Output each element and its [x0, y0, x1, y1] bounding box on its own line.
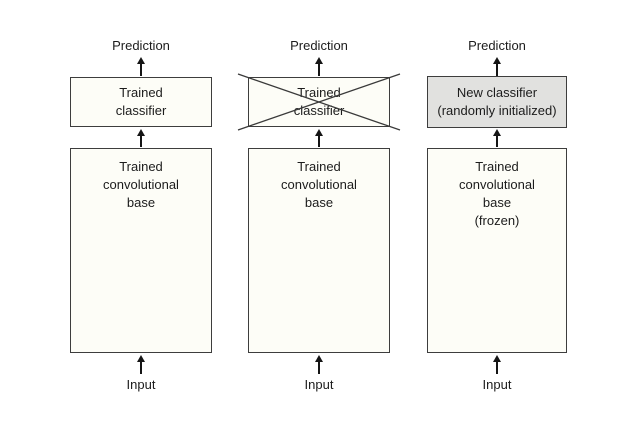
box-text-line: Trained: [119, 85, 163, 100]
new-classifier-box: New classifier (randomly initialized): [427, 76, 567, 128]
arrow-up-icon: [136, 129, 146, 147]
column-new-classifier-frozen-base: Prediction New classifier (randomly init…: [427, 0, 567, 428]
arrowhead-icon: [493, 129, 501, 136]
box-text-line: convolutional: [103, 177, 179, 192]
box-text-line: Trained: [297, 159, 341, 174]
arrow-shaft: [318, 362, 320, 374]
box-text-line: Trained: [297, 85, 341, 100]
trained-classifier-box: Trained classifier: [70, 77, 212, 127]
prediction-label: Prediction: [112, 38, 170, 53]
arrow-up-icon: [136, 57, 146, 76]
trained-convolutional-base-box: Trained convolutional base: [70, 148, 212, 353]
arrowhead-icon: [137, 129, 145, 136]
box-text-line: convolutional: [281, 177, 357, 192]
trained-classifier-box-crossed: Trained classifier: [248, 77, 390, 127]
arrow-shaft: [140, 136, 142, 147]
box-text-line: convolutional: [459, 177, 535, 192]
box-text-line: classifier: [115, 103, 167, 118]
input-label: Input: [126, 377, 156, 392]
arrow-up-icon: [492, 129, 502, 147]
arrow-shaft: [318, 136, 320, 147]
arrowhead-icon: [137, 355, 145, 362]
column-trained-classifier: Prediction Trained classifier Trained co…: [70, 0, 212, 428]
frozen-convolutional-base-box: Trained convolutional base (frozen): [427, 148, 567, 353]
input-label: Input: [304, 377, 334, 392]
box-text-line: (frozen): [474, 213, 520, 228]
arrowhead-icon: [315, 355, 323, 362]
arrow-up-icon: [314, 355, 324, 374]
box-text-line: base: [126, 195, 156, 210]
arrow-shaft: [496, 362, 498, 374]
prediction-label: Prediction: [290, 38, 348, 53]
input-label: Input: [482, 377, 512, 392]
box-text-line: (randomly initialized): [437, 103, 557, 118]
arrow-shaft: [496, 136, 498, 147]
arrowhead-icon: [315, 129, 323, 136]
prediction-label: Prediction: [468, 38, 526, 53]
box-text-line: Trained: [119, 159, 163, 174]
box-text-line: base: [304, 195, 334, 210]
arrowhead-icon: [137, 57, 145, 64]
arrow-up-icon: [314, 129, 324, 147]
arrow-up-icon: [492, 57, 502, 76]
arrowhead-icon: [493, 355, 501, 362]
arrowhead-icon: [493, 57, 501, 64]
box-text-line: classifier: [293, 103, 345, 118]
arrow-shaft: [318, 64, 320, 76]
arrow-up-icon: [492, 355, 502, 374]
arrow-up-icon: [314, 57, 324, 76]
column-discarded-classifier: Prediction Trained classifier Trained co…: [237, 0, 401, 428]
arrow-shaft: [140, 362, 142, 374]
box-text-line: New classifier: [456, 85, 538, 100]
arrow-up-icon: [136, 355, 146, 374]
box-text-line: base: [482, 195, 512, 210]
arrow-shaft: [496, 64, 498, 76]
trained-convolutional-base-box: Trained convolutional base: [248, 148, 390, 353]
arrowhead-icon: [315, 57, 323, 64]
box-text-line: Trained: [475, 159, 519, 174]
arrow-shaft: [140, 64, 142, 76]
